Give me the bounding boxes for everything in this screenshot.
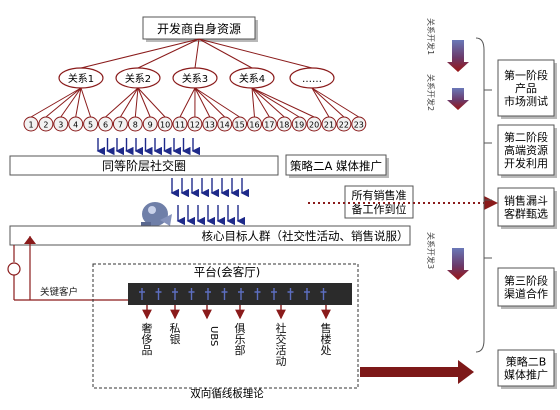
platform-item-char: 动 — [276, 355, 287, 368]
node-connector — [195, 88, 240, 117]
node-label: 19 — [294, 121, 304, 130]
phase-label: 客群甄选 — [504, 207, 548, 221]
node-label: 17 — [264, 121, 274, 130]
peer-circle-label: 同等阶层社交圈 — [102, 158, 186, 173]
phase-label: 媒体推广 — [504, 368, 548, 382]
top-connector — [138, 39, 199, 68]
timeline-label: 关系开发3 — [426, 232, 436, 269]
phase-label: 第三阶段 — [504, 274, 548, 288]
arrows-to-peer-circle — [98, 138, 193, 151]
node-label: 14 — [220, 121, 230, 130]
node-connector — [312, 88, 344, 117]
cluster-label: 关系3 — [182, 72, 208, 85]
node-connector — [138, 88, 165, 117]
node-label: 7 — [118, 121, 123, 130]
platform-frame — [93, 264, 358, 388]
node-label: 20 — [309, 121, 319, 130]
phase-label: 第二阶段 — [504, 130, 548, 144]
platform-item-label: UBS — [208, 326, 219, 346]
node-connector — [31, 88, 81, 117]
node-connector — [312, 88, 359, 117]
cluster-label: 关系2 — [125, 72, 151, 85]
top-connectors — [81, 39, 312, 68]
node-label: 8 — [133, 121, 138, 130]
node-label: 16 — [249, 121, 259, 130]
timeline-label: 关系开发1 — [426, 18, 436, 55]
node-label: 11 — [175, 121, 185, 130]
timeline-label: 关系开发2 — [426, 74, 436, 111]
node-label: 5 — [88, 121, 93, 130]
phase-label: 高端资源 — [504, 143, 548, 157]
node-label: 4 — [73, 121, 78, 130]
phase-label: 产品 — [515, 81, 537, 95]
node-label: 13 — [205, 121, 215, 130]
phase-label: 渠道合作 — [504, 287, 548, 301]
node-connector — [138, 88, 150, 117]
node-connector — [252, 88, 284, 117]
sales-prep-line2: 备工作到位 — [352, 202, 407, 216]
node-label: 1 — [28, 121, 33, 130]
phase-label: 开发利用 — [504, 156, 548, 170]
node-connector — [252, 88, 314, 117]
platform-bar — [128, 283, 352, 305]
cluster-label: 关系1 — [68, 72, 94, 85]
node-connector — [81, 88, 91, 117]
timeline-block-arrow — [447, 248, 469, 280]
two-way-label: 双向循线板理论 — [190, 387, 264, 400]
top-connector — [199, 39, 312, 68]
node-connector — [312, 88, 329, 117]
top-connector — [199, 39, 252, 68]
timeline-column: 关系开发1 关系开发2 关系开发3 — [426, 18, 469, 280]
node-label: 10 — [160, 121, 170, 130]
node-label: 18 — [279, 121, 289, 130]
node-connectors — [31, 88, 359, 117]
phase-label: 销售漏斗 — [504, 194, 548, 208]
sales-prep-line1: 所有销售准 — [352, 188, 407, 202]
platform-item-char: 处 — [321, 344, 332, 357]
node-label: 15 — [235, 121, 245, 130]
timeline-block-arrow — [447, 88, 469, 110]
node-connector — [195, 88, 225, 117]
phase-label: 策略二B — [506, 355, 547, 369]
strategy-2b-arrow — [360, 360, 474, 384]
phase-label: 市场测试 — [504, 94, 548, 108]
phase-bracket — [476, 38, 492, 352]
node-label: 22 — [339, 121, 349, 130]
node-label: 12 — [190, 121, 200, 130]
node-connector — [252, 88, 299, 117]
cluster-label: …… — [302, 74, 322, 85]
node-label: 9 — [148, 121, 153, 130]
node-label: 2 — [43, 121, 48, 130]
platform-item-char: 品 — [142, 344, 153, 357]
node-label: 6 — [103, 121, 108, 130]
node-label: 3 — [58, 121, 63, 130]
phase-boxes: 第一阶段产品市场测试第二阶段高端资源开发利用销售漏斗客群甄选第三阶段渠道合作策略… — [498, 60, 557, 389]
arrows-to-core-target — [172, 178, 242, 221]
top-connector — [195, 39, 199, 68]
core-target-label: 核心目标人群（社交性活动、销售说服） — [202, 229, 409, 243]
cluster-label: 关系4 — [239, 72, 265, 85]
node-connector — [180, 88, 195, 117]
timeline-block-arrow — [447, 40, 469, 72]
node-label: 23 — [354, 121, 364, 130]
top-box-label: 开发商自身资源 — [157, 21, 241, 36]
bracket-line — [476, 38, 484, 352]
top-connector — [81, 39, 199, 68]
platform-item-char: 银 — [170, 332, 181, 346]
strategy-2a-label: 策略二A 媒体推广 — [290, 159, 382, 173]
node-label: 21 — [324, 121, 334, 130]
phase-label: 第一阶段 — [504, 68, 548, 82]
node-connector — [106, 88, 139, 117]
cluster-group: 关系1 关系2 关系3 关系4 …… — [59, 68, 334, 88]
platform-item-char: 部 — [235, 343, 246, 357]
key-contact-label: 关键客户 — [40, 286, 78, 298]
platform-title: 平台(会客厅) — [194, 265, 260, 279]
